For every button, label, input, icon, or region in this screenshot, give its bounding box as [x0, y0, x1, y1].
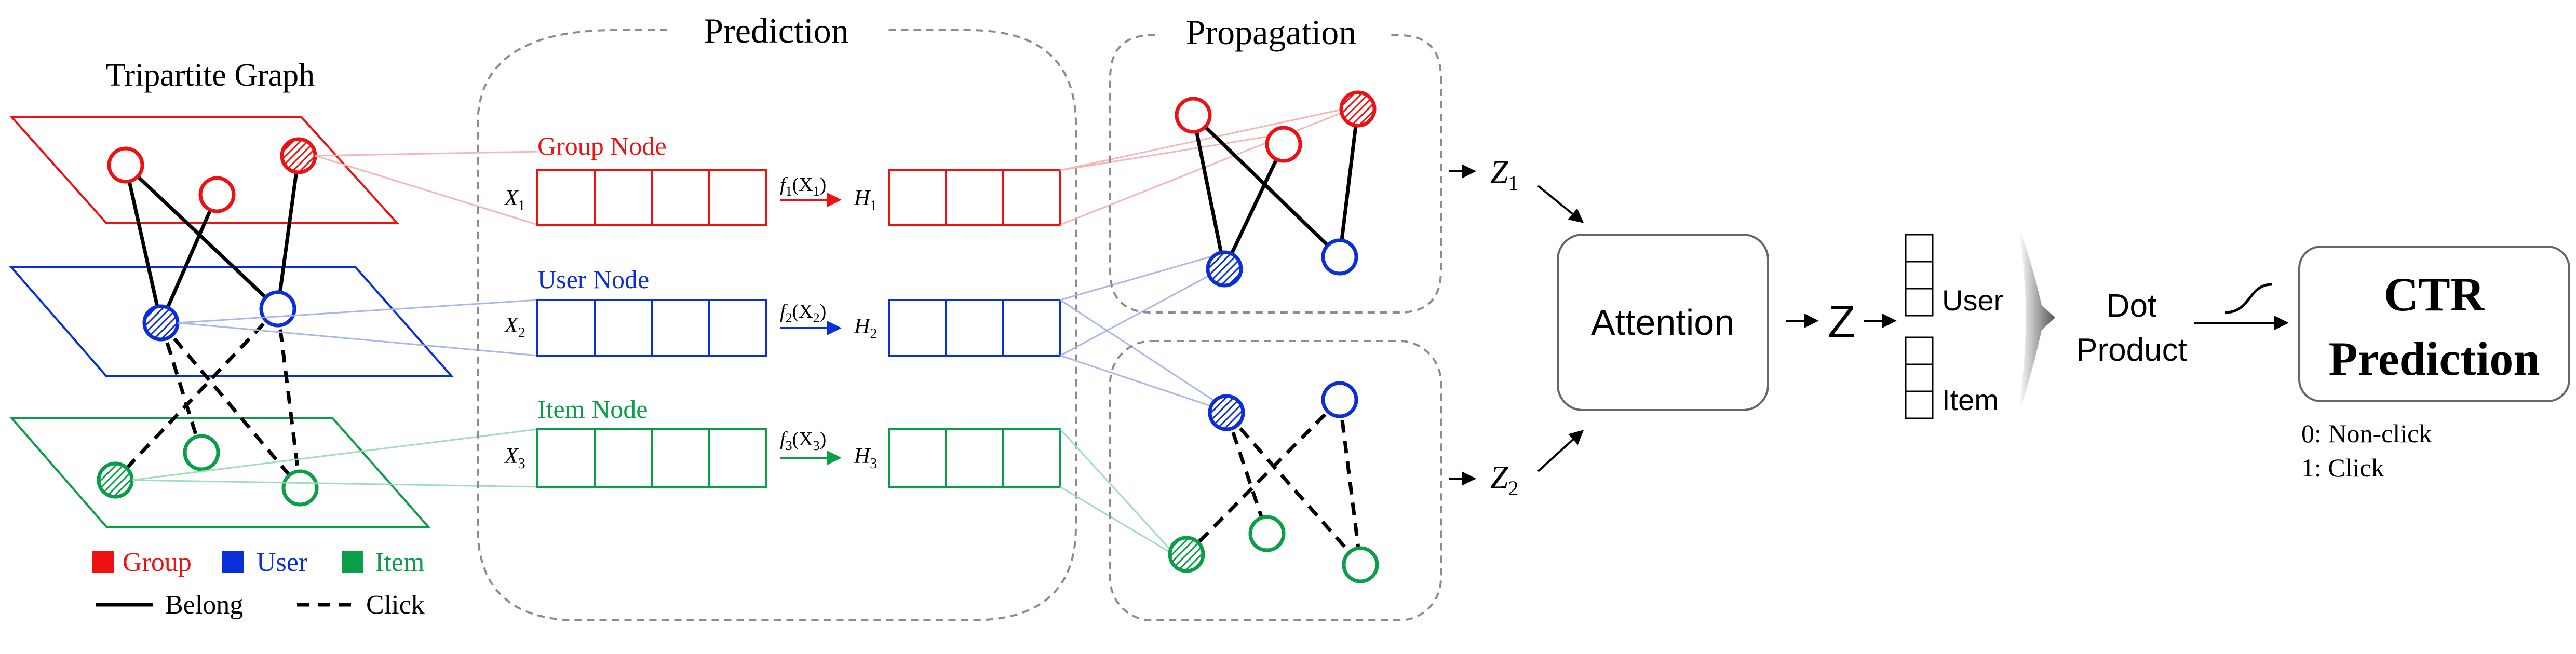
item-node: [281, 469, 319, 507]
prediction-title: Prediction: [704, 11, 849, 50]
item-row: Item Node X3 f3(X3) H3: [504, 394, 1061, 488]
user-node: [1321, 238, 1358, 276]
x3-label: X3: [504, 444, 525, 472]
group-node: [1175, 97, 1212, 134]
click-legend-label: Click: [366, 590, 425, 620]
group-legend-label: Group: [123, 548, 192, 577]
f3-label: f3(X3): [780, 428, 826, 453]
z1-label: Z1: [1490, 155, 1518, 195]
prediction-module: Prediction Group Node X1 f1(X1) H1 User …: [477, 11, 1077, 621]
f1-label: f1(X1): [780, 174, 826, 199]
item-plane: [9, 417, 431, 528]
attention-label: Attention: [1591, 302, 1734, 343]
tripartite-title: Tripartite Graph: [106, 58, 315, 93]
user-node-selected: [142, 304, 180, 342]
propagation-bottom-frame: [1109, 340, 1442, 621]
x3-vector: [536, 428, 767, 488]
group-legend-swatch: [92, 551, 114, 573]
click-edges: [114, 307, 302, 489]
ctr-line2: Prediction: [2328, 332, 2540, 385]
node-legend: Group User Item: [92, 548, 424, 577]
group-plane: [9, 116, 400, 224]
h3-label: H3: [854, 444, 877, 472]
edge-legend: Belong Click: [96, 590, 425, 620]
x2-vector: [536, 299, 767, 357]
group-node-selected: [280, 137, 317, 174]
user-node-label: User Node: [537, 265, 649, 294]
item-node: [1342, 546, 1379, 583]
user-plane: [9, 266, 454, 377]
x1-label: X1: [504, 186, 525, 214]
propagation-graph-top: [1175, 90, 1377, 288]
item-node-selected: [1168, 536, 1205, 573]
group-node-selected: [1339, 90, 1377, 128]
h2-label: H2: [854, 315, 877, 342]
propagation-graph-bottom: [1168, 381, 1379, 583]
attention-block: Attention: [1557, 234, 1769, 411]
propagation-top-frame: [1109, 34, 1442, 314]
tripartite-graph: Tripartite Graph Group: [9, 58, 454, 620]
user-embedding: [1905, 234, 1934, 317]
item-node: [183, 434, 220, 471]
propagation-connectors: [1059, 105, 1358, 554]
output-block: Z User Item Dot Product CTR Prediction 0…: [1786, 228, 2570, 482]
ctr-legend-line1: 0: Non-click: [2301, 419, 2432, 448]
group-node: [198, 176, 236, 213]
x2-label: X2: [504, 314, 525, 341]
item-node-label: Item Node: [537, 394, 648, 424]
h1-label: H1: [854, 186, 877, 214]
propagation-module: Propagation: [1109, 12, 1584, 621]
user-node-selected: [1206, 250, 1243, 288]
item-embedding: [1905, 336, 1934, 419]
user-embedding-label: User: [1942, 284, 2003, 317]
h1-vector: [888, 169, 1061, 226]
propagation-title: Propagation: [1186, 12, 1357, 52]
ctr-prediction-box: [2298, 246, 2570, 402]
h2-vector: [888, 299, 1061, 357]
z2-to-attention-arrow: [1537, 430, 1584, 472]
group-row: Group Node X1 f1(X1) H1: [504, 131, 1061, 226]
z-label: Z: [1828, 296, 1856, 347]
ctr-line1: CTR: [2384, 268, 2486, 321]
group-node: [107, 146, 144, 184]
user-legend-label: User: [257, 548, 307, 577]
item-embedding-label: Item: [1942, 384, 1999, 416]
belong-legend-label: Belong: [165, 590, 243, 620]
user-node-selected: [1208, 394, 1245, 431]
merge-funnel: [2019, 228, 2055, 413]
dot-product-line2: Product: [2076, 332, 2187, 368]
user-row: User Node X2 f2(X2) H2: [504, 265, 1061, 357]
z2-label: Z2: [1490, 460, 1518, 500]
input-connectors: [131, 151, 538, 488]
x1-vector: [536, 169, 767, 226]
group-node-label: Group Node: [537, 131, 667, 160]
item-node-selected: [97, 461, 134, 499]
z1-to-attention-arrow: [1537, 185, 1584, 223]
prediction-frame: [477, 29, 1077, 621]
item-legend-swatch: [342, 551, 363, 573]
attention-box: [1557, 234, 1769, 411]
item-node: [1248, 515, 1286, 552]
item-legend-label: Item: [375, 548, 424, 577]
group-node: [1265, 126, 1302, 163]
ctr-legend-line2: 1: Click: [2301, 453, 2384, 482]
belong-edges: [124, 155, 301, 324]
user-legend-swatch: [222, 551, 244, 573]
user-node: [1321, 381, 1358, 418]
f2-label: f2(X2): [780, 301, 826, 325]
dot-product-line1: Dot: [2107, 288, 2156, 324]
sigmoid-icon: [2224, 283, 2272, 314]
h3-vector: [888, 428, 1061, 488]
user-node: [259, 290, 296, 328]
